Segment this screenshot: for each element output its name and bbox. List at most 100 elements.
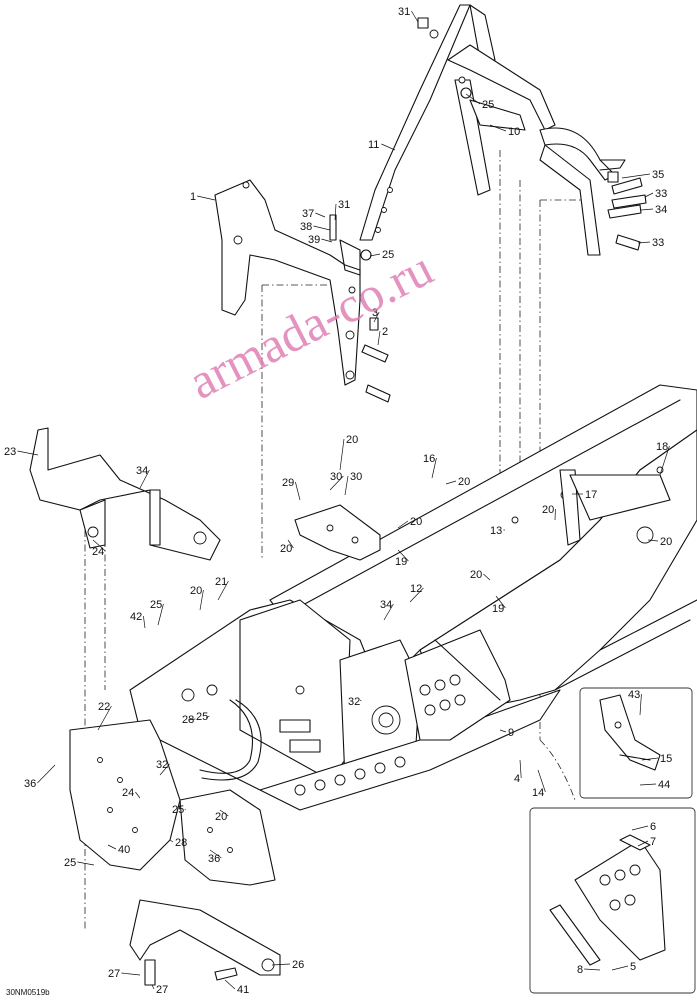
callout-20: 20 (280, 539, 294, 555)
callout-23: 23 (4, 446, 39, 458)
front-support-bracket (214, 179, 361, 386)
side-panel-right (179, 789, 276, 886)
leader-line (631, 825, 649, 831)
side-panel-left (69, 719, 181, 871)
leader-line (537, 769, 546, 793)
callout-number: 34 (655, 204, 667, 216)
leader-line (37, 764, 56, 784)
leader-line (199, 589, 204, 611)
leader-line (139, 469, 150, 489)
leader-line (621, 173, 651, 179)
callout-number: 26 (292, 959, 304, 971)
callout-number: 23 (4, 446, 16, 458)
front-crossmember (29, 427, 221, 561)
callout-27: 27 (151, 984, 168, 996)
callout-number: 25 (172, 804, 184, 816)
callout-4: 4 (514, 759, 522, 785)
callout-number: 2 (382, 326, 388, 338)
callout-42: 42 (130, 611, 146, 629)
leader-line (644, 192, 654, 198)
callout-number: 25 (382, 249, 394, 261)
leader-line (157, 603, 164, 626)
callout-number: 33 (655, 188, 667, 200)
callout-36: 36 (208, 849, 222, 865)
chassis-tunnel (269, 384, 697, 711)
callout-40: 40 (107, 844, 130, 856)
callout-number: 30 (350, 471, 362, 483)
callout-27: 27 (108, 968, 141, 980)
leader-line (499, 729, 507, 733)
leader-line (107, 844, 117, 850)
footrest-right (404, 629, 511, 741)
leader-line (329, 475, 344, 491)
rear-frame-tubes (359, 4, 626, 256)
leader-line (495, 595, 506, 609)
callout-number: 20 (458, 476, 470, 488)
leader-line (217, 580, 229, 601)
callout-20: 20 (470, 569, 491, 581)
callout-25: 25 (196, 711, 210, 723)
callout-8: 8 (577, 964, 601, 976)
callout-7: 7 (637, 836, 656, 848)
leader-line (224, 979, 236, 990)
leader-line (397, 520, 409, 529)
callout-25: 25 (172, 804, 186, 816)
callout-39: 39 (308, 234, 333, 246)
front-bulkhead (129, 599, 421, 801)
leader-line (639, 693, 642, 716)
callout-number: 25 (64, 857, 76, 869)
callout-number: 36 (208, 853, 220, 865)
callout-35: 35 (621, 169, 664, 181)
leader-line (377, 330, 381, 346)
leader-line (519, 759, 522, 779)
callout-number: 21 (215, 576, 227, 588)
callout-number: 29 (282, 477, 294, 489)
callout-28: 28 (182, 714, 196, 726)
callout-33: 33 (637, 237, 664, 249)
callout-number: 20 (215, 811, 227, 823)
callout-number: 25 (482, 99, 494, 111)
callout-24: 24 (122, 787, 141, 799)
callout-21: 21 (215, 576, 229, 601)
leader-line (369, 253, 381, 257)
callout-number: 9 (508, 727, 514, 739)
callout-44: 44 (639, 779, 670, 791)
leader-line (315, 212, 326, 218)
callout-34: 34 (380, 599, 394, 621)
leader-line (489, 124, 507, 132)
callout-number: 27 (108, 968, 120, 980)
callout-32: 32 (156, 759, 170, 776)
callout-number: 38 (300, 221, 312, 233)
callout-28: 28 (169, 837, 187, 849)
callout-number: 30 (330, 471, 342, 483)
callout-14: 14 (532, 769, 546, 799)
leader-line (639, 783, 657, 786)
callout-number: 8 (577, 964, 583, 976)
callout-number: 43 (628, 689, 640, 701)
callout-6: 6 (631, 821, 656, 833)
callout-30: 30 (329, 471, 344, 491)
callout-number: 40 (118, 844, 130, 856)
leader-line (483, 573, 491, 581)
leader-line (647, 539, 659, 542)
callout-number: 20 (346, 434, 358, 446)
callout-3: 3 (372, 307, 380, 323)
leader-line (97, 705, 112, 731)
leader-line (92, 539, 106, 552)
callout-number: 19 (492, 603, 504, 615)
callout-16: 16 (423, 453, 437, 479)
callout-34: 34 (136, 465, 150, 489)
leader-line (445, 480, 457, 485)
callout-number: 3 (372, 307, 378, 319)
callout-26: 26 (271, 959, 304, 971)
callout-number: 11 (368, 139, 379, 151)
callout-43: 43 (628, 689, 642, 716)
callout-number: 27 (156, 984, 168, 996)
callout-24: 24 (92, 539, 106, 558)
callout-17: 17 (572, 489, 597, 501)
callout-2: 2 (377, 326, 388, 346)
callout-38: 38 (300, 221, 331, 233)
callout-number: 17 (585, 489, 597, 501)
drawing-code: 30NM0519b (6, 988, 50, 997)
callout-number: 31 (398, 6, 410, 18)
